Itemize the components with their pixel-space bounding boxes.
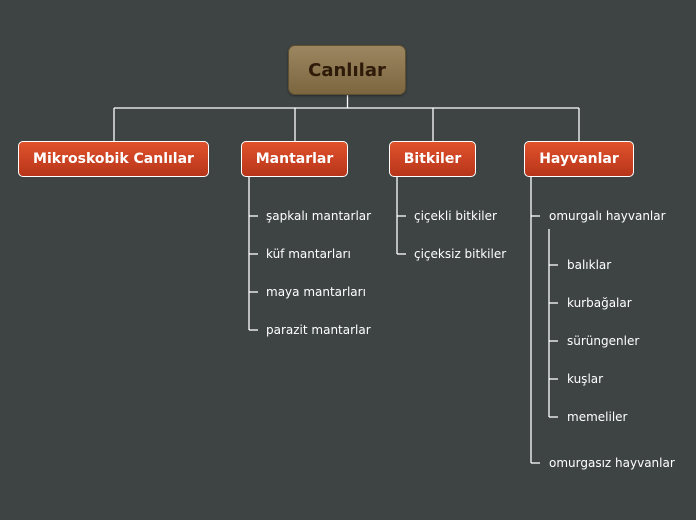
leaf-surungenler[interactable]: sürüngenler xyxy=(567,334,640,348)
node-bitkiler[interactable]: Bitkiler xyxy=(389,141,476,177)
node-omurgasiz-hayvanlar[interactable]: omurgasız hayvanlar xyxy=(549,456,675,470)
leaf-sapkali-mantarlar[interactable]: şapkalı mantarlar xyxy=(266,209,372,223)
leaf-baliklar[interactable]: balıklar xyxy=(567,258,612,272)
node-hayvanlar[interactable]: Hayvanlar xyxy=(524,141,634,177)
leaf-maya-mantarlari[interactable]: maya mantarları xyxy=(266,285,366,299)
leaf-kuslar[interactable]: kuşlar xyxy=(567,372,604,386)
leaf-memeliler[interactable]: memeliler xyxy=(567,410,628,424)
leaf-kuf-mantarlari[interactable]: küf mantarları xyxy=(266,247,351,261)
leaf-parazit-mantarlar[interactable]: parazit mantarlar xyxy=(266,323,371,337)
node-omurgali-hayvanlar[interactable]: omurgalı hayvanlar xyxy=(549,209,666,223)
leaf-kurbagalar[interactable]: kurbağalar xyxy=(567,296,632,310)
root-node[interactable]: Canlılar xyxy=(288,45,406,95)
node-mantarlar[interactable]: Mantarlar xyxy=(241,141,348,177)
node-mikroskobik-canlilar[interactable]: Mikroskobik Canlılar xyxy=(18,141,209,177)
leaf-ciceksiz-bitkiler[interactable]: çiçeksiz bitkiler xyxy=(414,247,507,261)
leaf-cicekli-bitkiler[interactable]: çiçekli bitkiler xyxy=(414,209,497,223)
